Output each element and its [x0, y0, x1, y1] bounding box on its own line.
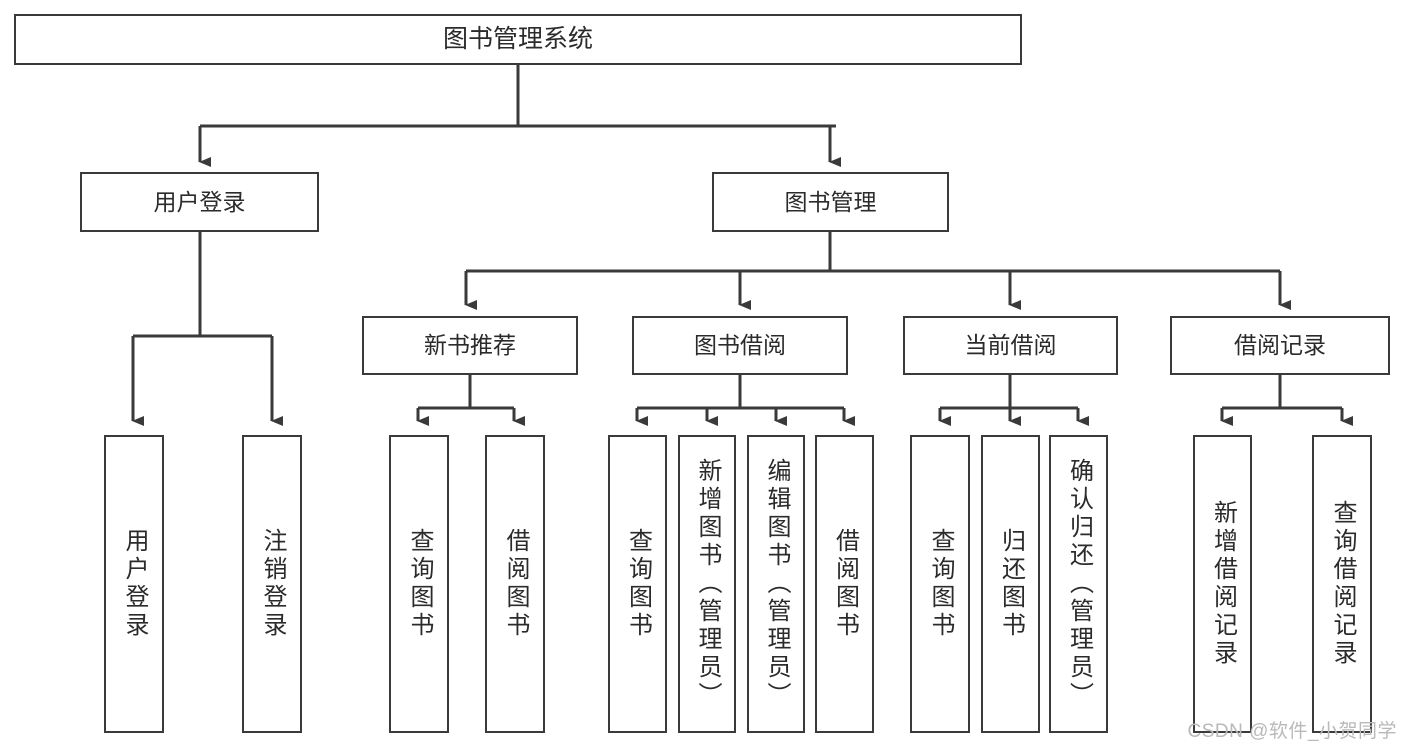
- node-leaf-add-book-label: 新增图书（管理员）: [694, 458, 721, 710]
- node-user-login-label: 用户登录: [153, 188, 246, 215]
- node-root-label: 图书管理系统: [442, 25, 593, 54]
- node-borrow-record-label: 借阅记录: [1234, 332, 1326, 359]
- node-leaf-add-record[interactable]: 新增借阅记录: [1193, 435, 1252, 733]
- node-leaf-query-book-1-label: 查询图书: [406, 528, 433, 640]
- node-book-manage-label: 图书管理: [784, 188, 877, 215]
- watermark: CSDN @软件_小贺同学: [1187, 721, 1397, 742]
- node-user-login[interactable]: 用户登录: [80, 172, 319, 232]
- node-leaf-borrow-book-2[interactable]: 借阅图书: [815, 435, 874, 733]
- node-leaf-user-login[interactable]: 用户登录: [104, 435, 164, 733]
- node-leaf-confirm-return-label: 确认归还（管理员）: [1065, 458, 1093, 710]
- node-leaf-query-book-1[interactable]: 查询图书: [389, 435, 449, 733]
- node-current-borrow[interactable]: 当前借阅: [903, 316, 1118, 375]
- node-leaf-query-record[interactable]: 查询借阅记录: [1312, 435, 1372, 733]
- node-leaf-logout[interactable]: 注销登录: [242, 435, 302, 733]
- node-leaf-add-record-label: 新增借阅记录: [1209, 500, 1237, 668]
- node-new-book-rec-label: 新书推荐: [424, 332, 516, 359]
- node-leaf-edit-book-label: 编辑图书（管理员）: [763, 458, 790, 710]
- node-leaf-user-login-label: 用户登录: [121, 528, 148, 640]
- node-current-borrow-label: 当前借阅: [964, 332, 1057, 359]
- node-leaf-logout-label: 注销登录: [259, 528, 286, 640]
- node-leaf-add-book[interactable]: 新增图书（管理员）: [678, 435, 736, 733]
- node-borrow-record[interactable]: 借阅记录: [1170, 316, 1390, 375]
- node-new-book-rec[interactable]: 新书推荐: [362, 316, 578, 375]
- node-leaf-return-book[interactable]: 归还图书: [981, 435, 1040, 733]
- node-leaf-borrow-book-1-label: 借阅图书: [502, 528, 529, 640]
- node-leaf-query-book-2[interactable]: 查询图书: [608, 435, 667, 733]
- node-leaf-query-book-2-label: 查询图书: [624, 528, 652, 640]
- node-leaf-borrow-book-2-label: 借阅图书: [831, 528, 859, 640]
- node-book-borrow[interactable]: 图书借阅: [632, 316, 848, 375]
- node-leaf-return-book-label: 归还图书: [997, 528, 1025, 640]
- node-leaf-query-book-3-label: 查询图书: [927, 528, 954, 640]
- node-root[interactable]: 图书管理系统: [14, 14, 1022, 65]
- node-book-manage[interactable]: 图书管理: [712, 172, 949, 232]
- node-leaf-query-record-label: 查询借阅记录: [1329, 500, 1356, 668]
- node-leaf-borrow-book-1[interactable]: 借阅图书: [485, 435, 545, 733]
- node-leaf-edit-book[interactable]: 编辑图书（管理员）: [747, 435, 805, 733]
- node-leaf-confirm-return[interactable]: 确认归还（管理员）: [1049, 435, 1108, 733]
- node-book-borrow-label: 图书借阅: [694, 332, 786, 359]
- node-leaf-query-book-3[interactable]: 查询图书: [910, 435, 970, 733]
